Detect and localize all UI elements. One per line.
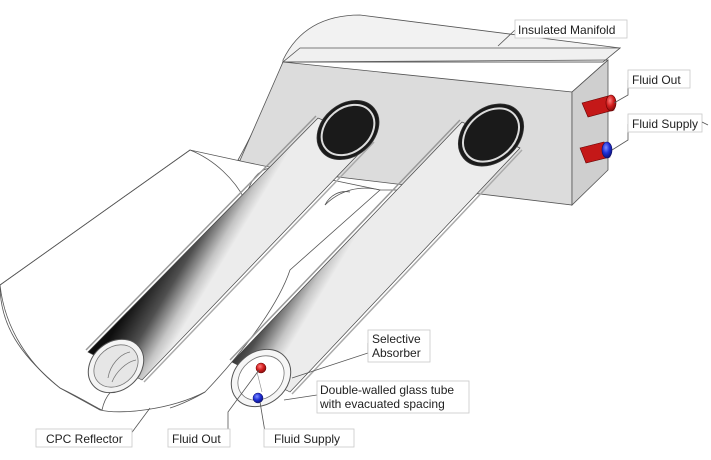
label-fluid-supply-bottom: Fluid Supply [274, 432, 340, 446]
label-glass-tube-line2: with evacuated spacing [319, 397, 445, 411]
manifold-side-face [571, 59, 609, 206]
label-fluid-out-right: Fluid Out [632, 73, 681, 87]
fluid-supply-dot [252, 392, 264, 404]
label-fluid-out-bottom: Fluid Out [172, 432, 221, 446]
label-selective-absorber-line2: Absorber [372, 346, 421, 360]
evacuated-tube-left [85, 100, 380, 394]
label-selective-absorber-line1: Selective [372, 332, 421, 346]
label-insulated-manifold: Insulated Manifold [518, 23, 615, 37]
fluid-out-pipe [581, 94, 617, 118]
label-fluid-supply-right: Fluid Supply [632, 117, 698, 131]
fluid-supply-pipe [579, 141, 613, 164]
label-glass-tube-line1: Double-walled glass tube [320, 383, 454, 397]
label-cpc-reflector: CPC Reflector [46, 432, 123, 446]
manifold-top-face [281, 47, 622, 63]
evacuated-tube-right [229, 103, 524, 408]
